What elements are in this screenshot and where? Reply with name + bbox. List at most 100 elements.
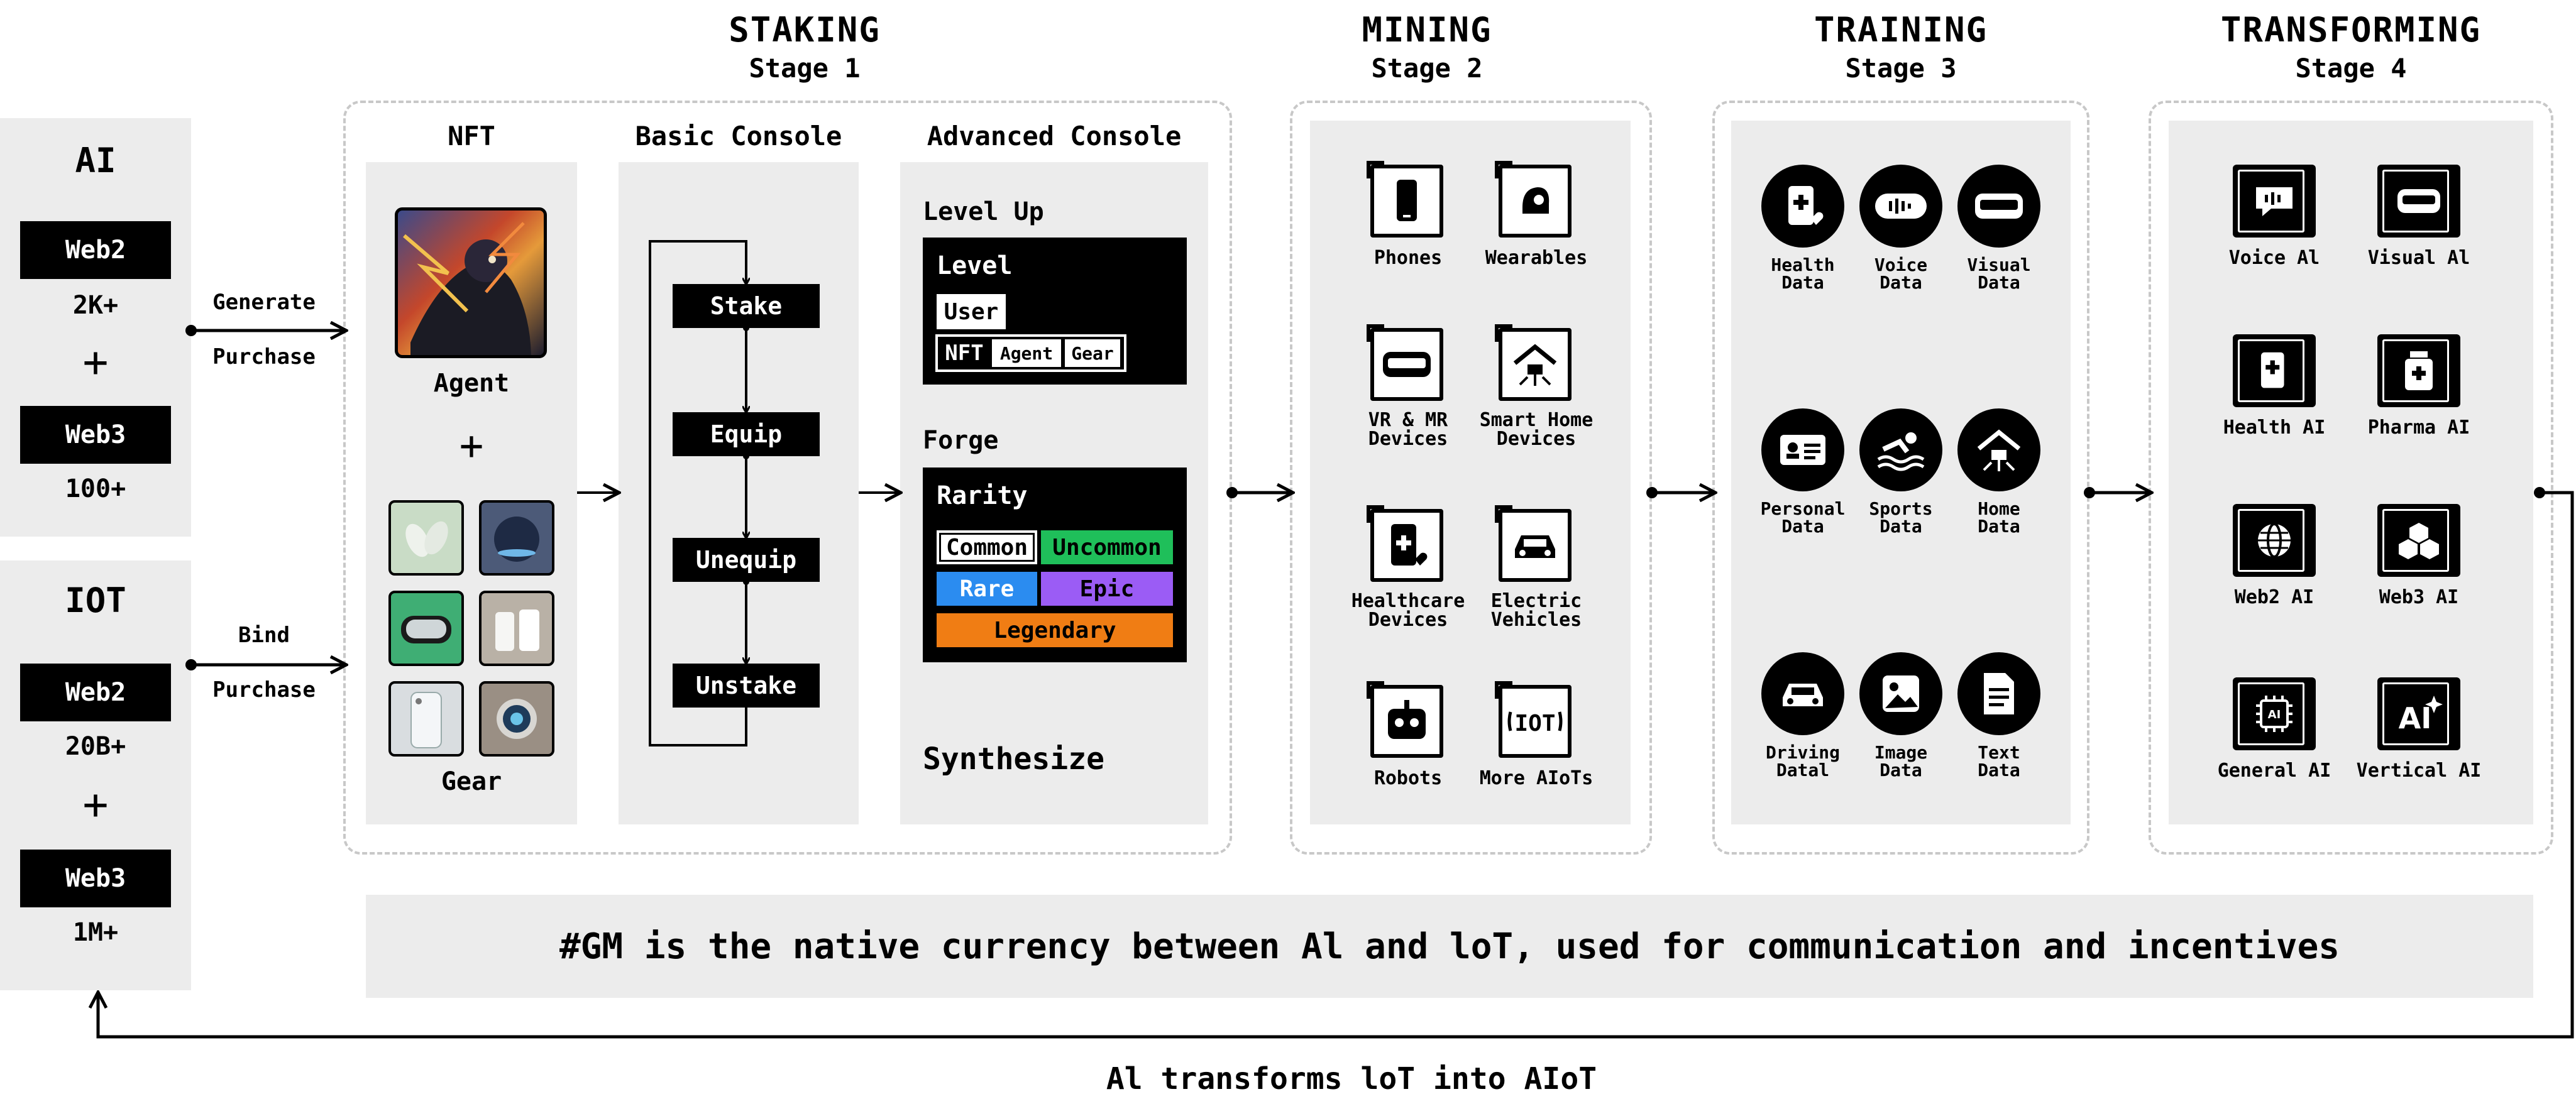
home-data-icon xyxy=(1957,408,2040,491)
training-driving-label-1: Driving xyxy=(1765,742,1840,763)
rarity-legendary: Legendary xyxy=(937,613,1173,647)
agent-artwork xyxy=(403,222,531,355)
transforming-stage-frame xyxy=(2149,101,2553,855)
driving-car-icon xyxy=(1761,652,1844,735)
voice-ai-label: Voice Al xyxy=(2228,247,2320,269)
iot-plus: + xyxy=(82,779,109,829)
rarity-uncommon: Uncommon xyxy=(1041,530,1173,564)
agent-nft-image xyxy=(395,207,547,358)
mining-more-label: More AIoTs xyxy=(1479,767,1593,789)
id-card-icon xyxy=(1761,408,1844,491)
unstake-step[interactable]: Unstake xyxy=(673,664,820,708)
nft-title: NFT xyxy=(448,120,495,151)
gear-item-smart-speaker xyxy=(479,500,554,576)
transforming-panel xyxy=(2169,121,2533,824)
healthcare-icon xyxy=(1367,505,1443,582)
svg-text:AI: AI xyxy=(2399,701,2432,735)
voice-ai-icon xyxy=(2233,165,2316,238)
svg-text:IOT: IOT xyxy=(1514,711,1555,736)
mining-robots-label: Robots xyxy=(1373,767,1443,789)
iot-web2-count: 20B+ xyxy=(65,732,126,761)
training-driving-label-2: Datal xyxy=(1776,760,1830,780)
image-icon xyxy=(1859,652,1942,735)
ai-title: AI xyxy=(75,140,116,180)
iot-web3-badge: Web3 xyxy=(20,850,171,907)
transforming-title: TRANSFORMING xyxy=(2220,9,2482,50)
mining-ev-label-2: Vehicles xyxy=(1490,609,1582,631)
basic-console-panel xyxy=(619,162,859,824)
level-up-label: Level Up xyxy=(923,197,1044,226)
ai-web3-badge: Web3 xyxy=(20,406,171,464)
vertical-ai-sparkle-icon: AI xyxy=(2377,677,2460,750)
mining-healthcare-label-1: Healthcare xyxy=(1351,590,1465,612)
gear-item-vr-headset xyxy=(388,591,464,666)
pharma-ai-label: Pharma AI xyxy=(2367,417,2470,439)
swimming-icon xyxy=(1859,408,1942,491)
health-ai-icon xyxy=(2233,334,2316,407)
stake-step[interactable]: Stake xyxy=(673,284,820,328)
rarity-heading: Rarity xyxy=(937,481,1028,510)
level-user-tag: User xyxy=(937,294,1006,329)
ai-web3-count: 100+ xyxy=(65,474,126,503)
mining-smarthome-label-2: Devices xyxy=(1496,428,1577,450)
training-visual-label-1: Visual xyxy=(1967,254,2031,275)
training-sports-label-1: Sports xyxy=(1869,498,1933,519)
staking-stage-frame xyxy=(343,101,1232,855)
rarity-common: Common xyxy=(937,530,1037,564)
unequip-step[interactable]: Unequip xyxy=(673,538,820,582)
iot-web2-badge: Web2 xyxy=(20,664,171,721)
ai-web2-badge: Web2 xyxy=(20,221,171,279)
gear-item-phone xyxy=(388,681,464,757)
mining-stage: Stage 2 xyxy=(1371,52,1483,84)
training-voice-label-1: Voice xyxy=(1874,254,1928,275)
gear-item-thermostat xyxy=(479,681,554,757)
web2-ai-globe-icon xyxy=(2233,504,2316,577)
mining-vr-label-1: VR & MR xyxy=(1368,409,1448,431)
car-icon xyxy=(1495,505,1571,582)
level-nft-tag: NFT xyxy=(945,341,984,366)
mining-title: MINING xyxy=(1362,9,1492,50)
gear-item-earbuds xyxy=(388,500,464,576)
training-image-label-2: Data xyxy=(1880,760,1922,780)
staking-stage: Stage 1 xyxy=(749,52,861,84)
training-home-label-2: Data xyxy=(1978,516,2020,537)
rarity-rare: Rare xyxy=(937,572,1037,606)
generate-label: Generate xyxy=(212,290,316,315)
iot-panel xyxy=(0,560,191,990)
synthesize-label: Synthesize xyxy=(923,741,1104,777)
level-heading: Level xyxy=(937,251,1013,280)
web2-ai-label: Web2 AI xyxy=(2234,586,2315,608)
mining-ev-label-1: Electric xyxy=(1490,590,1582,612)
robot-icon xyxy=(1367,681,1443,758)
pharma-ai-icon xyxy=(2377,334,2460,407)
training-personal-label-1: Personal xyxy=(1760,498,1846,519)
visual-vr-icon xyxy=(1957,165,2040,248)
training-stage-frame xyxy=(1712,101,2089,855)
visual-ai-icon xyxy=(2377,165,2460,238)
training-voice-label-2: Data xyxy=(1880,272,1922,293)
training-image-label-1: Image xyxy=(1874,742,1928,763)
mining-panel xyxy=(1310,121,1631,824)
general-ai-label: General AI xyxy=(2217,760,2331,782)
svg-text:AI: AI xyxy=(2268,708,2281,721)
level-agent-tag: Agent xyxy=(992,339,1061,367)
advanced-console-title: Advanced Console xyxy=(927,120,1182,151)
iot-icon: IOT xyxy=(1495,681,1571,758)
training-personal-label-2: Data xyxy=(1781,516,1824,537)
vertical-ai-label: Vertical AI xyxy=(2356,760,2482,782)
agent-label: Agent xyxy=(433,369,510,398)
bind-label: Bind xyxy=(238,623,290,648)
mining-healthcare-label-2: Devices xyxy=(1368,609,1448,631)
voice-icon xyxy=(1859,165,1942,248)
vr-headset-icon xyxy=(1367,324,1443,401)
iot-title: IOT xyxy=(65,580,126,620)
mining-smarthome-label-1: Smart Home xyxy=(1479,409,1593,431)
ai-web2-count: 2K+ xyxy=(72,291,119,320)
gear-item-routers xyxy=(479,591,554,666)
basic-console-title: Basic Console xyxy=(635,120,842,151)
transforming-stage: Stage 4 xyxy=(2295,52,2407,84)
wearable-icon xyxy=(1495,161,1571,238)
general-ai-chip-icon: AI xyxy=(2233,677,2316,750)
equip-step[interactable]: Equip xyxy=(673,412,820,456)
